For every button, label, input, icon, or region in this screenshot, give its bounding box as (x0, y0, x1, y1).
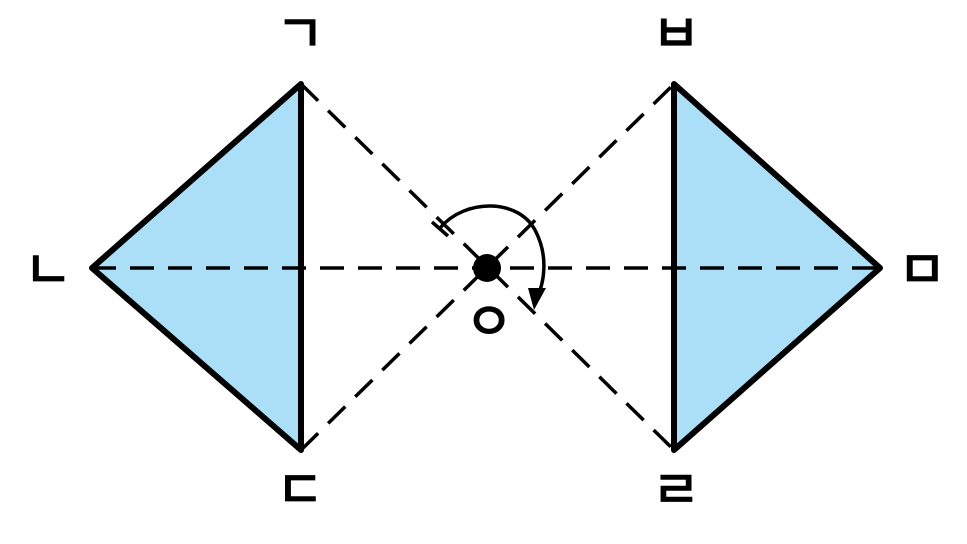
label-giyeok: ㄱ (276, 4, 324, 65)
dashed-line-digeut-bieup (299, 82, 676, 452)
label-rieul: ㄹ (652, 460, 700, 521)
rotation-arrowhead-icon (528, 288, 546, 310)
label-ieung: ㅇ (465, 292, 513, 353)
label-nieun: ㄴ (24, 240, 72, 301)
arc-start-tick (430, 220, 450, 238)
label-digeut: ㄷ (276, 460, 324, 521)
rotation-arc (438, 204, 546, 301)
label-mieum: ㅁ (898, 240, 946, 301)
center-point (473, 254, 501, 282)
dashed-line-giyeok-rieul (299, 82, 676, 452)
label-bieup: ㅂ (652, 4, 700, 65)
triangle-left (89, 81, 304, 453)
